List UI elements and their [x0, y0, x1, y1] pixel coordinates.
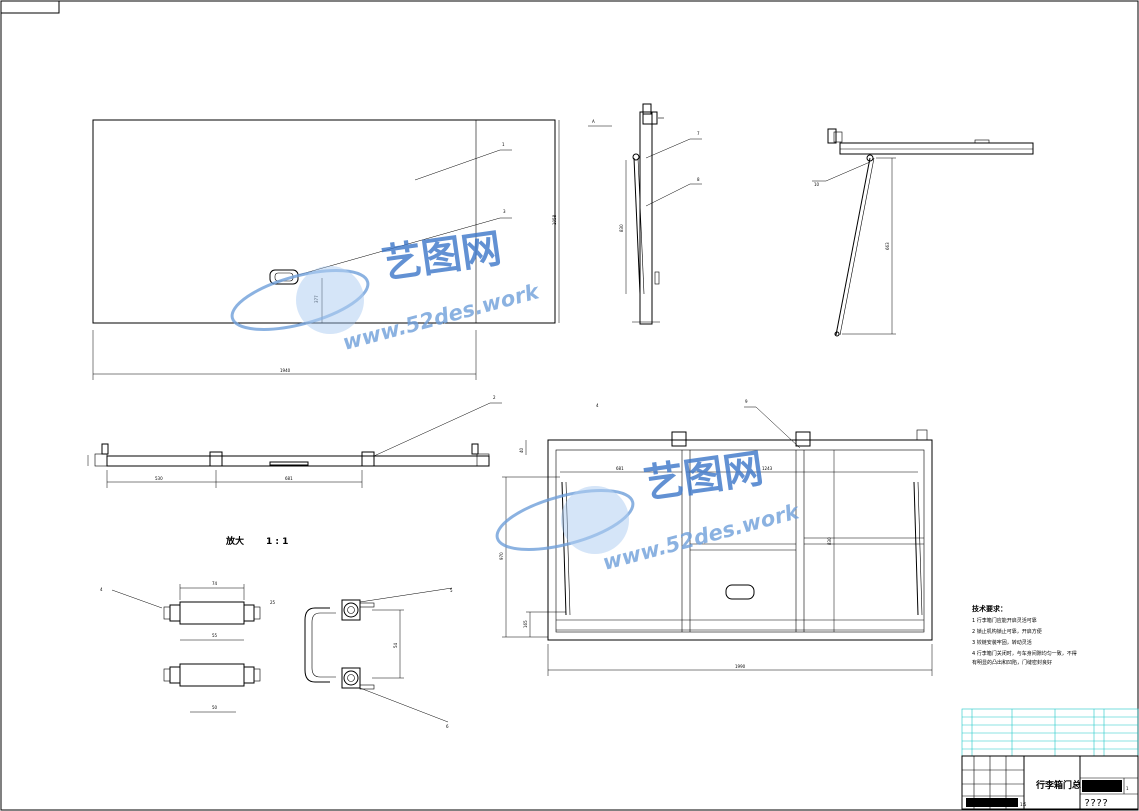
- drawing-title: 行李箱门总: [1035, 779, 1081, 791]
- dim-hinge-lower: 50: [212, 705, 218, 710]
- detail-views: 放大 1 : 1 74 55 50 25 4 5: [100, 535, 453, 729]
- dim-side-strut: 830: [619, 224, 624, 232]
- top-hinge-right: [361, 451, 375, 467]
- note-2: 2 锁止机构锁止可靠，开启方便: [972, 628, 1042, 635]
- side-view: A 7 8 830: [588, 103, 702, 325]
- gas-strut-closed: [633, 157, 641, 295]
- dim-frame-bottom-gap: 165: [523, 620, 528, 628]
- door-open-section: [839, 142, 1034, 155]
- dim-frame-top-gap: 40: [519, 447, 524, 453]
- watermark-logo-text: 艺图网: [379, 226, 504, 288]
- section-label: A: [592, 119, 595, 124]
- bracket-bolt-upper: [343, 602, 359, 618]
- sheet-number: 1: [1126, 786, 1129, 791]
- leader-1: [414, 149, 501, 181]
- dim-top-b: 681: [285, 476, 293, 481]
- callout-1: 1: [502, 142, 505, 147]
- corner-label-box: [0, 0, 60, 14]
- dim-hinge-side: 25: [270, 600, 276, 605]
- leader-10: [825, 161, 871, 182]
- callout-5: 5: [450, 588, 453, 593]
- bracket-u: [304, 607, 330, 683]
- note-3: 3 铰链安装牢固，转动灵活: [972, 639, 1032, 646]
- callout-6: 6: [446, 724, 449, 729]
- frame-lock-cutout: [725, 584, 755, 600]
- door-panel-outline: [92, 119, 556, 324]
- front-view: 1 3 377 1940 1058: [92, 119, 560, 380]
- gas-strut-open: [835, 157, 871, 336]
- watermark-logo-text-2: 艺图网: [641, 446, 766, 508]
- drawing-scale: 1:5: [1020, 802, 1027, 807]
- side-hinge: [642, 103, 652, 115]
- watermark-bottom: 艺图网 www.52des.work: [495, 446, 803, 575]
- leader-3: [297, 217, 501, 276]
- note-4-cont: 有明显的凸出和凹陷，门缝密封良好: [972, 659, 1052, 666]
- open-view: 10 663: [812, 128, 1034, 337]
- callout-3: 3: [503, 209, 506, 214]
- leader-7: [645, 138, 691, 159]
- leader-4: [111, 589, 163, 609]
- detail-view-scale: 1 : 1: [266, 537, 288, 547]
- dim-frame-inner-a: 681: [616, 466, 624, 471]
- callout-8: 8: [697, 177, 700, 182]
- dim-frame-inner-h: 830: [827, 537, 832, 545]
- dim-front-width: 1940: [280, 368, 291, 373]
- dim-frame-inner-b: 1243: [762, 466, 773, 471]
- dim-top-a: 530: [155, 476, 163, 481]
- technical-notes: 技术要求： 1 行李箱门应能开启灵活可靠 2 锁止机构锁止可靠，开启方便 3 铰…: [972, 604, 1077, 666]
- hinge-detail-upper: [179, 601, 245, 625]
- frame-view: 9 4 1990 970 681 1243 830 165 40: [499, 399, 933, 676]
- leader-5: [359, 587, 453, 603]
- watermark-url: www.52des.work: [340, 279, 543, 355]
- callout-4-detail: 4: [100, 587, 103, 592]
- dim-bracket-height: 54: [393, 642, 398, 648]
- notes-title: 技术要求：: [972, 604, 1007, 613]
- frame-strut-left: [561, 481, 567, 616]
- dim-hinge-inner: 55: [212, 633, 218, 638]
- callout-10: 10: [814, 182, 820, 187]
- open-hinge: [827, 128, 837, 144]
- title-table: [961, 755, 1139, 810]
- callout-9: 9: [745, 399, 748, 404]
- callout-7: 7: [697, 131, 700, 136]
- top-view: 2 530 681: [87, 395, 502, 488]
- door-side-section: [639, 111, 653, 325]
- frame-outline: [547, 439, 933, 641]
- dim-frame-height: 970: [499, 552, 504, 560]
- watermark-globe-ring: [230, 269, 370, 331]
- leader-9: [755, 406, 801, 449]
- frame-hinge-left: [671, 431, 687, 447]
- leader-2: [373, 402, 491, 457]
- dim-frame-width: 1990: [735, 664, 746, 669]
- callout-4: 4: [596, 403, 599, 408]
- dim-hinge-width: 74: [212, 581, 218, 586]
- leader-8: [645, 183, 691, 207]
- note-4: 4 行李箱门关闭时，与车身间隙均匀一致，不得: [972, 650, 1077, 657]
- leader-6: [359, 687, 449, 723]
- frame-hinge-right: [795, 431, 811, 447]
- dim-lock-offset: 377: [314, 295, 319, 303]
- note-1: 1 行李箱门应能开启灵活可靠: [972, 617, 1037, 624]
- frame-strut-right: [913, 481, 919, 616]
- watermark-top: 艺图网 www.52des.work: [230, 226, 543, 355]
- dim-front-height: 1058: [552, 214, 557, 225]
- dim-open-strut: 663: [885, 242, 890, 250]
- hinge-detail-lower: [179, 663, 245, 687]
- watermark-globe: [296, 266, 364, 334]
- drawing-number-placeholder: ????: [1084, 798, 1108, 809]
- detail-view-label: 放大: [225, 535, 244, 547]
- top-hinge-left: [209, 451, 223, 467]
- title-block: 行李箱门总 1 ???? 1:5: [961, 708, 1139, 810]
- callout-2: 2: [493, 395, 496, 400]
- bracket-bolt-lower: [343, 670, 359, 686]
